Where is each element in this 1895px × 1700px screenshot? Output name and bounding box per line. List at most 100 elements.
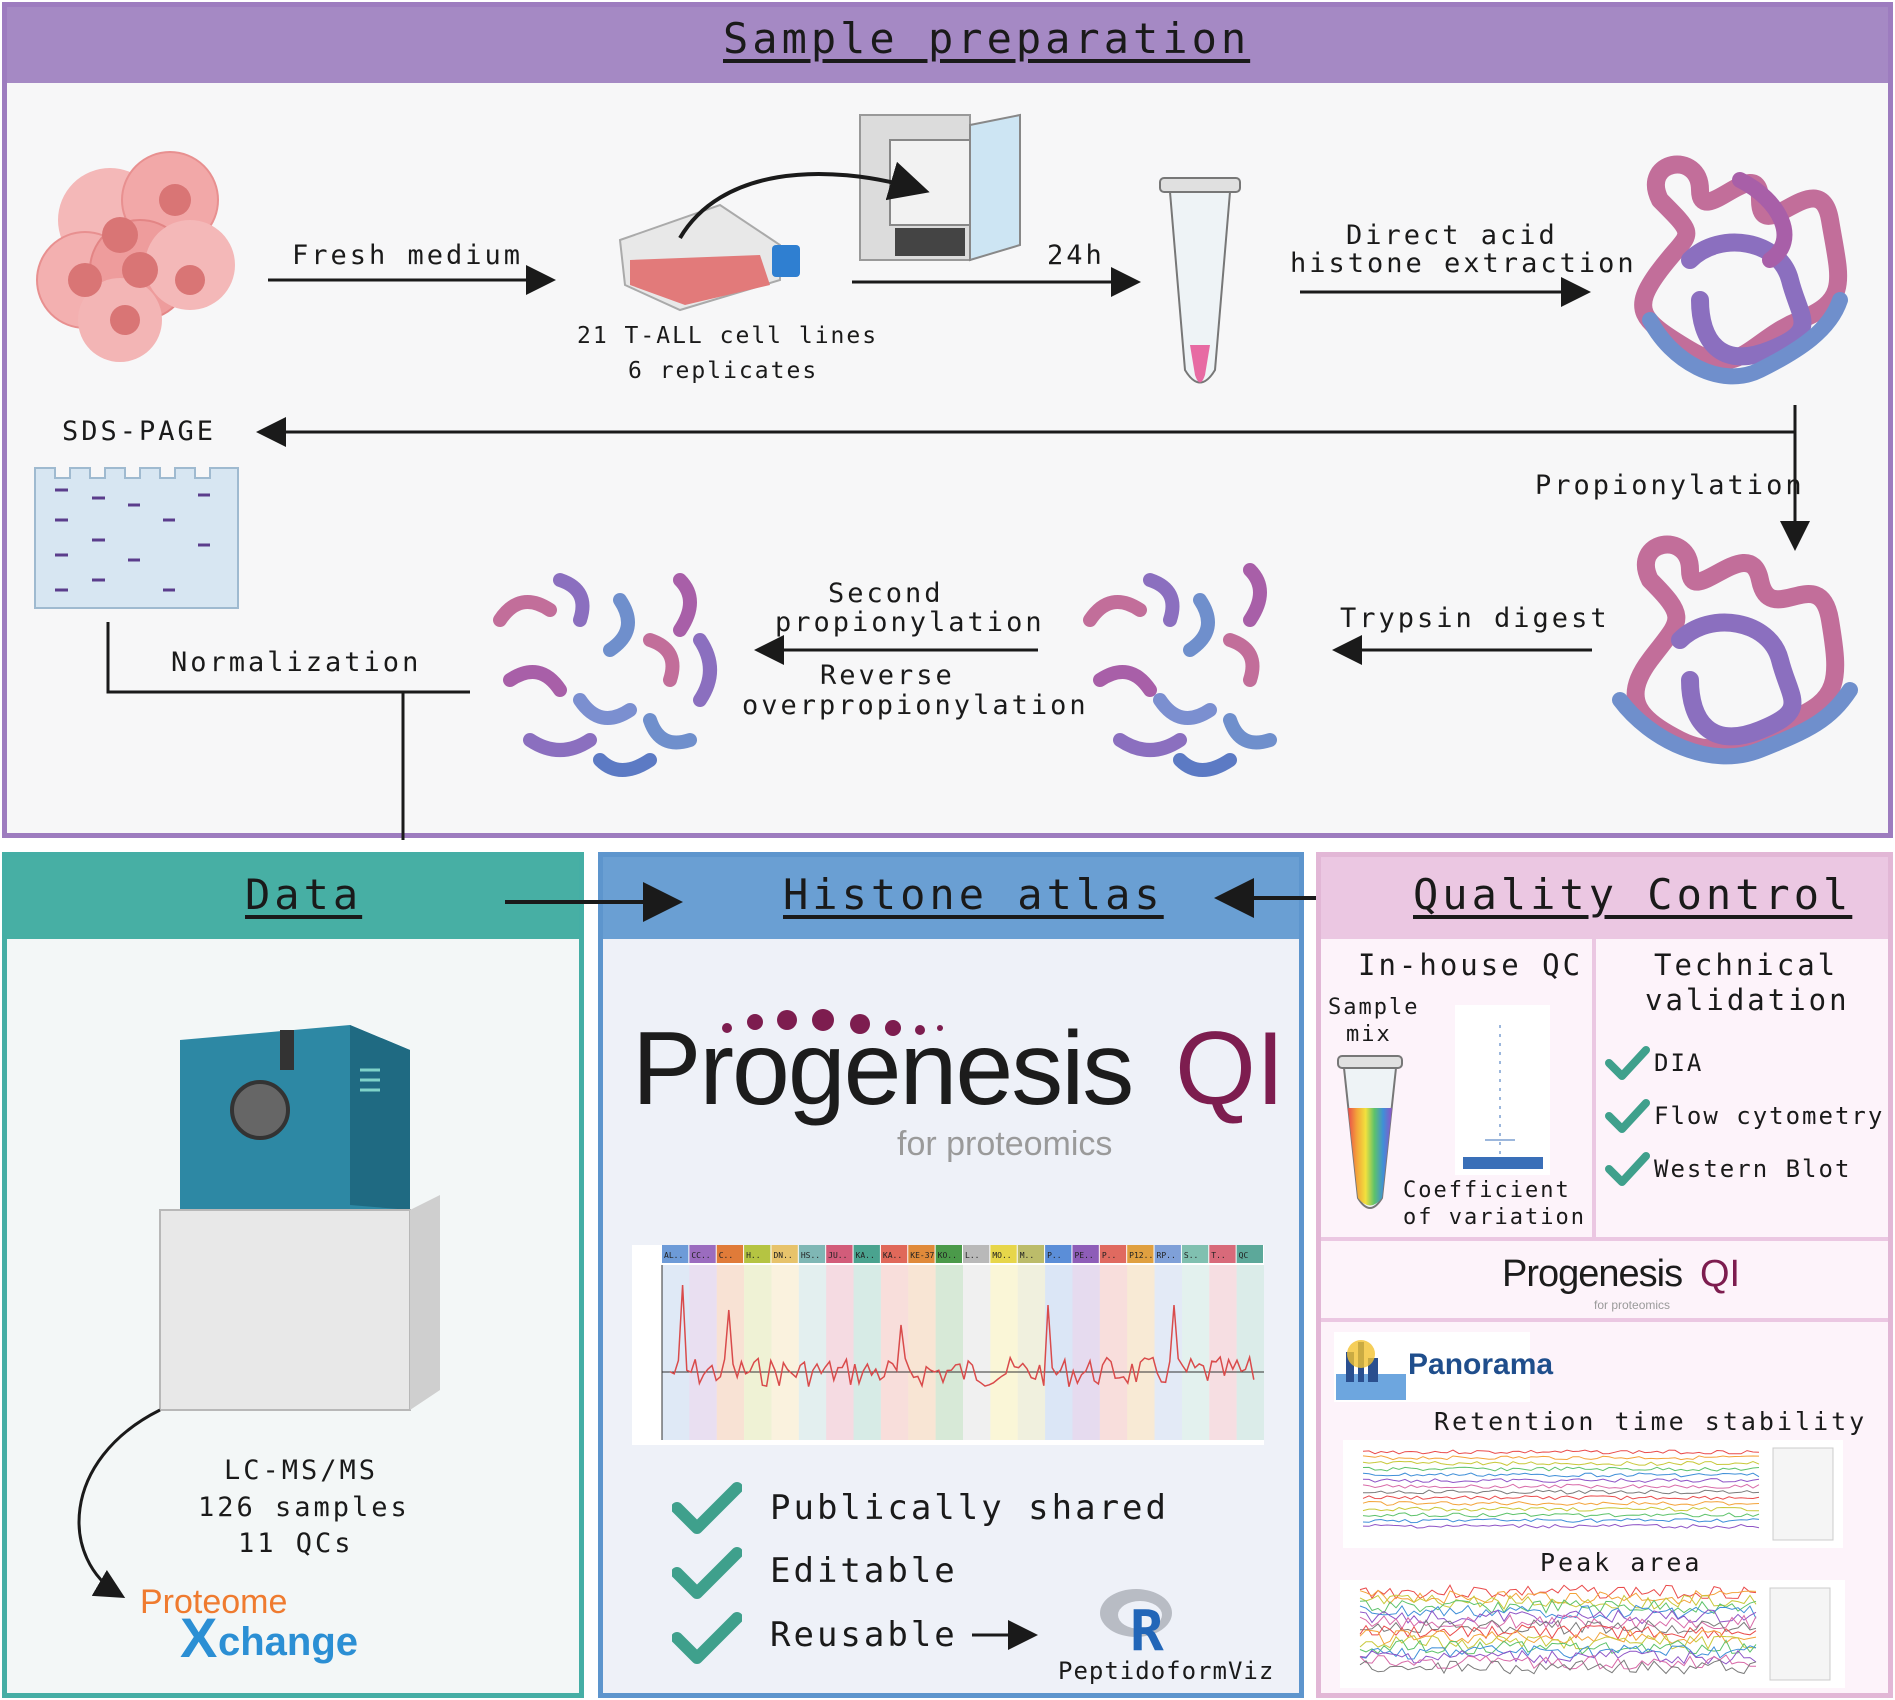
histone-atlas-title: Histone atlas: [783, 870, 1164, 919]
reusable-arrow: [972, 1620, 1038, 1650]
atlas-chart-group-label: HS..: [801, 1251, 820, 1260]
atlas-chart-group-header: [1072, 1245, 1099, 1263]
qc-trace-line: [1359, 1609, 1757, 1625]
atlas-chart-band: [662, 1265, 690, 1440]
atlas-chart-band: [1209, 1265, 1237, 1440]
qc-progenesis-qi: QI: [1700, 1253, 1741, 1295]
qc-check-flow: Flow cytometry: [1654, 1102, 1885, 1130]
atlas-chart-group-header: [908, 1245, 935, 1263]
atlas-chart-group-header: [1017, 1245, 1045, 1263]
qc-divider-2: [1321, 1318, 1888, 1322]
atlas-chart-group-header: [1099, 1245, 1127, 1263]
atlas-chart-band: [744, 1265, 772, 1440]
qc-trace-line: [1362, 1460, 1760, 1466]
qc-trace-line: [1359, 1614, 1757, 1630]
peak-area-chart: [1340, 1580, 1845, 1688]
atlas-chart-group-label: CC..: [691, 1251, 710, 1260]
atlas-chart-group-label: P..: [1102, 1251, 1116, 1260]
qc-trace-line: [1362, 1512, 1760, 1518]
qc-trace-line: [1362, 1506, 1760, 1512]
sample-mix-label-2: mix: [1346, 1022, 1392, 1047]
quality-control-panel: [1316, 852, 1893, 1698]
qc-chart-legend: [1772, 1447, 1834, 1541]
qc-check-dia: DIA: [1654, 1049, 1704, 1077]
atlas-chart-band: [1045, 1265, 1073, 1440]
qc-trace-line: [1359, 1604, 1757, 1620]
qc-trace-line: [1362, 1449, 1760, 1455]
data-header-bar: [7, 857, 579, 939]
atlas-chart-group-label: PE..: [1074, 1251, 1093, 1260]
propionylated-histone-icon: [1612, 535, 1858, 765]
proteomexchange-logo-top: Proteome: [140, 1583, 288, 1621]
atlas-chart-group-header: [990, 1245, 1017, 1263]
time-label: 24h: [1047, 240, 1105, 271]
qc-progenesis-sub: for proteomics: [1594, 1298, 1671, 1312]
qc-trace-line: [1359, 1634, 1757, 1651]
atlas-chart-band: [1236, 1265, 1264, 1440]
atlas-chart-group-label: T..: [1211, 1251, 1225, 1260]
qc-trace-line: [1362, 1495, 1760, 1501]
atlas-chart-group-header: [1127, 1245, 1154, 1263]
technical-validation-label-2: validation: [1645, 983, 1850, 1017]
atlas-chart-group-label: KE-37: [910, 1251, 934, 1260]
atlas-chart-group-label: P..: [1047, 1251, 1061, 1260]
second-propionylation-label-1: Second: [828, 578, 944, 609]
rt-stability-chart: [1343, 1440, 1843, 1548]
progenesis-logo-qi: QI: [1175, 1011, 1285, 1127]
histone-blob-icon: [1634, 155, 1848, 385]
cv-label-2: of variation: [1403, 1205, 1586, 1230]
qc-trace-line: [1359, 1639, 1757, 1655]
atlas-chart-group-label: RP..: [1157, 1251, 1176, 1260]
check-icon-western-blot: [1605, 1152, 1650, 1186]
qc-trace-line: [1359, 1654, 1757, 1670]
sds-page-label: SDS-PAGE: [62, 416, 217, 447]
digested-peptides-icon: [1083, 563, 1277, 777]
progenesis-logo-text: Progenesis: [632, 1011, 1134, 1127]
rt-stability-label: Retention time stability: [1434, 1407, 1868, 1436]
qc-trace-line: [1362, 1472, 1760, 1478]
peptidoformviz-label: PeptidoformViz: [1058, 1657, 1275, 1685]
quality-control-title: Quality Control: [1413, 870, 1853, 919]
atlas-chart-band: [771, 1265, 799, 1440]
tube-icon: [1159, 177, 1241, 384]
second-propionylation-label-2: propionylation: [775, 607, 1045, 638]
qc-trace-line: [1359, 1599, 1757, 1615]
atlas-chart-band: [716, 1265, 745, 1440]
atlas-chart-group-label: P12..: [1129, 1251, 1153, 1260]
atlas-check-2: Editable: [770, 1551, 958, 1591]
propionylation-label: Propionylation: [1535, 470, 1805, 501]
histone-atlas-header-bar: [603, 857, 1299, 939]
atlas-chart-group-label: KO..: [938, 1251, 957, 1260]
atlas-chart-group-label: KA..: [883, 1251, 902, 1260]
qc-divider-1: [1321, 1237, 1888, 1241]
atlas-chart-group-label: DN..: [773, 1251, 792, 1260]
atlas-chart-group-header: [1236, 1245, 1263, 1263]
atlas-chart-band: [689, 1265, 717, 1440]
qc-trace-line: [1359, 1659, 1757, 1675]
cv-boxplot-icon: [1455, 1005, 1550, 1175]
technical-validation-label-1: Technical: [1654, 948, 1839, 982]
cv-label-1: Coefficient: [1403, 1178, 1571, 1203]
atlas-chart-band: [853, 1265, 881, 1440]
peak-area-label: Peak area: [1540, 1548, 1703, 1577]
atlas-chart-group-header: [798, 1245, 826, 1263]
r-logo-icon: R: [1100, 1589, 1172, 1655]
normalization-label: Normalization: [171, 647, 422, 678]
reverse-label-1: Reverse: [820, 660, 955, 691]
atlas-chart-group-label: JU..: [828, 1251, 847, 1260]
atlas-chart-group-header: [826, 1245, 853, 1263]
atlas-chart-band: [908, 1265, 936, 1440]
atlas-chart-group-header: [880, 1245, 908, 1263]
proteomexchange-logo-x: X: [180, 1606, 218, 1669]
check-icon-dia: [1605, 1046, 1650, 1080]
qc-check-western: Western Blot: [1654, 1155, 1852, 1183]
qc-trace-line: [1362, 1455, 1760, 1461]
curved-arrow-to-proteomexchange: [77, 1408, 161, 1599]
data-title: Data: [245, 870, 363, 919]
quality-control-header-bar: [1321, 857, 1888, 939]
atlas-chart-group-header: [1181, 1245, 1209, 1263]
mass-spectrometer-icon: [159, 1025, 440, 1411]
lcms-label: LC-MS/MS: [224, 1455, 379, 1486]
atlas-chart-group-header: [1154, 1245, 1181, 1263]
